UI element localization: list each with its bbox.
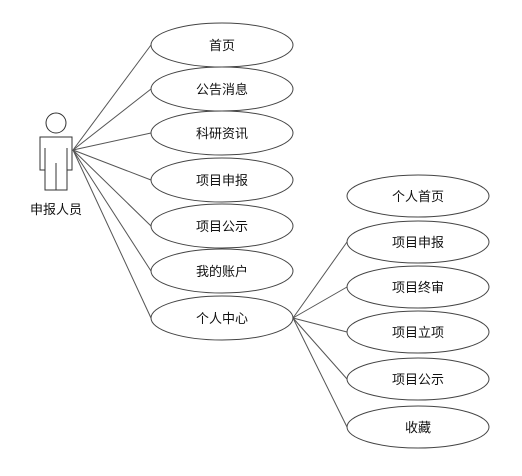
use-case-ellipse: [150, 110, 294, 156]
use-case-personal-home: 个人首页: [346, 174, 490, 218]
association-line-personal-center: [72, 149, 152, 319]
use-case-label: 首页: [209, 39, 235, 54]
use-case-personal-center: 个人中心: [150, 295, 294, 341]
association-line-project-publicity: [72, 149, 152, 227]
use-case-ellipse: [346, 265, 490, 309]
association-line-project-approval: [292, 317, 348, 333]
use-case-label: 项目公示: [196, 220, 248, 235]
use-case-label: 个人中心: [196, 312, 248, 327]
use-case-my-account: 我的账户: [150, 248, 294, 294]
use-case-final-review: 项目终审: [346, 265, 490, 309]
actor-figure: [39, 112, 73, 191]
association-line-announcements: [72, 88, 152, 151]
use-case-label: 公告消息: [196, 82, 248, 98]
use-case-research-news: 科研资讯: [150, 110, 294, 156]
use-case-ellipse: [150, 157, 294, 203]
use-case-label: 我的账户: [196, 264, 248, 280]
association-line-sub-project-apply: [292, 241, 348, 319]
use-case-ellipse: [346, 405, 490, 449]
use-case-project-approval: 项目立项: [346, 310, 490, 354]
use-case-ellipse: [150, 295, 294, 341]
use-case-homepage: 首页: [150, 22, 294, 68]
use-case-project-apply: 项目申报: [150, 157, 294, 203]
use-case-label: 项目终审: [392, 280, 444, 296]
association-line-project-apply: [72, 149, 152, 181]
actor-label: 申报人员: [30, 203, 82, 218]
use-case-ellipse: [346, 220, 490, 264]
use-case-label: 个人首页: [392, 190, 444, 205]
use-case-label: 项目公示: [392, 373, 444, 388]
use-case-project-publicity: 项目公示: [150, 203, 294, 249]
association-line-homepage: [72, 44, 152, 151]
use-case-ellipse: [346, 174, 490, 218]
use-case-label: 收藏: [405, 421, 431, 436]
association-line-sub-project-publicity: [292, 317, 348, 380]
use-case-label: 项目申报: [196, 174, 248, 189]
use-case-ellipse: [150, 203, 294, 249]
association-line-final-review: [292, 286, 348, 319]
use-case-favorites: 收藏: [346, 405, 490, 449]
use-case-label: 科研资讯: [196, 127, 248, 142]
association-lines: [72, 44, 348, 428]
actor-head: [45, 112, 67, 134]
use-case-ellipse: [150, 248, 294, 294]
use-case-ellipse: [346, 357, 490, 401]
use-case-ellipse: [346, 310, 490, 354]
association-line-research-news: [72, 132, 152, 151]
use-case-sub-project-publicity: 项目公示: [346, 357, 490, 401]
use-case-announcements: 公告消息: [150, 66, 294, 112]
association-line-favorites: [292, 317, 348, 428]
association-line-my-account: [72, 149, 152, 272]
use-case-sub-project-apply: 项目申报: [346, 220, 490, 264]
use-case-label: 项目立项: [392, 326, 444, 341]
use-case-label: 项目申报: [392, 236, 444, 251]
